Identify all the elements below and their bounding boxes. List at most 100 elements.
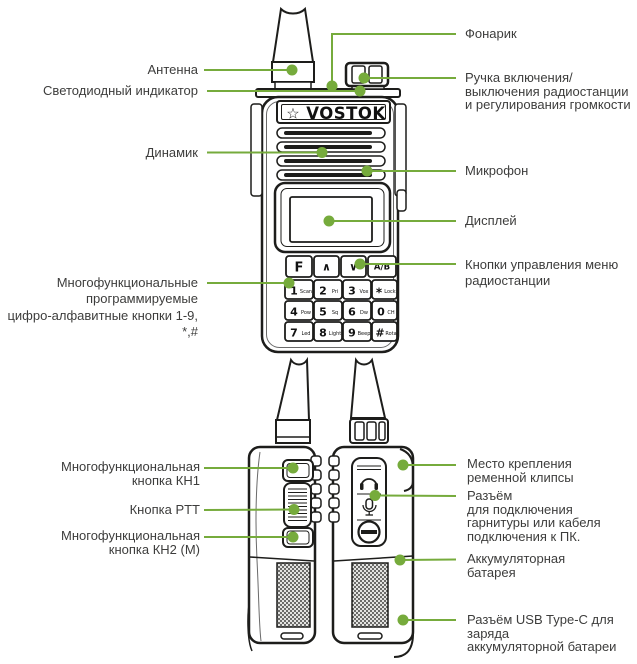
callout-dot [354, 258, 366, 270]
svg-text:Pow: Pow [301, 310, 311, 316]
key-ab[interactable] [367, 255, 397, 278]
side-view-right [328, 357, 415, 658]
key-3[interactable] [342, 279, 372, 300]
svg-text:F: F [295, 261, 304, 276]
callout-dot [287, 531, 299, 543]
label-mic: Микрофон [465, 163, 529, 178]
battery-grip [351, 562, 389, 628]
svg-text:2: 2 [319, 285, 327, 298]
label-kh1: Многофункциональная кнопка КН1 [61, 459, 200, 488]
battery-grip [276, 562, 311, 628]
svg-text:1: 1 [290, 285, 298, 298]
key-star[interactable] [371, 279, 398, 300]
callout-flashlight [326, 33, 456, 92]
svg-text:Vox: Vox [360, 289, 369, 295]
jack-cover[interactable] [351, 457, 387, 547]
callout-speaker [207, 147, 328, 158]
svg-text:#: # [375, 327, 384, 340]
side-key [396, 189, 407, 212]
label-kh2: Многофункциональная кнопка КН2 (М) [61, 528, 200, 557]
svg-text:Scan: Scan [300, 289, 312, 295]
callout-dot [361, 165, 373, 177]
svg-text:4: 4 [290, 306, 298, 319]
callout-dot [397, 614, 409, 626]
grip-fins [328, 455, 340, 523]
antenna [275, 356, 311, 421]
antenna [349, 357, 387, 419]
label-flashlight: Фонарик [465, 26, 517, 41]
key-9[interactable] [342, 321, 372, 342]
svg-text:*: * [376, 286, 383, 300]
callout-dot [287, 462, 299, 474]
callout-dot [323, 215, 335, 227]
key-2[interactable] [313, 279, 343, 300]
chevron-down-icon: ∨ [349, 261, 358, 274]
svg-text:Sq: Sq [332, 310, 338, 316]
label-speaker: Динамик [145, 145, 198, 160]
callout-dot [283, 277, 295, 289]
side-view-left [247, 356, 322, 652]
label-usb: Разъём USB Type-C для заряда аккумулятор… [467, 612, 617, 655]
label-knob: Ручка включения/ выключения радиостанции… [465, 70, 631, 113]
key-5[interactable] [313, 300, 343, 321]
antenna [271, 6, 315, 63]
svg-text:Pri: Pri [332, 289, 338, 295]
svg-text:Light: Light [329, 331, 342, 337]
microphone-icon [362, 498, 377, 516]
key-7[interactable] [284, 321, 314, 342]
callout-kh2 [204, 531, 299, 543]
label-antenna: Антенна [147, 62, 198, 77]
svg-text:3: 3 [348, 285, 356, 298]
callout-display [323, 215, 456, 227]
svg-text:7: 7 [290, 327, 298, 340]
headset-icon [360, 478, 378, 490]
svg-text:Lock: Lock [384, 289, 396, 295]
callout-mic [361, 165, 456, 177]
label-ptt: Кнопка PTT [129, 502, 200, 517]
key-0[interactable] [371, 300, 398, 321]
svg-text:Rota: Rota [385, 331, 396, 337]
callout-dot [397, 459, 409, 471]
svg-text:0: 0 [377, 306, 385, 319]
callout-dot [358, 72, 370, 84]
label-menu: Кнопки управления меню радиостанции [465, 257, 619, 289]
key-4[interactable] [284, 300, 314, 321]
belt-clip-mount [399, 448, 414, 492]
svg-text:Dw: Dw [360, 310, 368, 316]
screw-icon [357, 520, 381, 544]
key-up[interactable] [313, 255, 340, 278]
keypad-function-row: F ∧ ∨ A/B [285, 255, 397, 278]
label-led: Светодиодный индикатор [43, 83, 198, 98]
svg-text:Led: Led [302, 331, 311, 337]
logo-text: VOSTOK [306, 104, 386, 123]
callout-jack [369, 490, 457, 501]
key-8[interactable] [313, 321, 343, 342]
callout-knob [358, 72, 456, 84]
svg-text:8: 8 [319, 327, 327, 340]
svg-text:9: 9 [348, 327, 356, 340]
svg-text:CH: CH [387, 310, 394, 316]
callout-ptt [203, 504, 300, 515]
label-battery: Аккумуляторная батарея [467, 551, 566, 580]
chevron-up-icon: ∧ [322, 261, 331, 274]
callout-dot [316, 147, 328, 158]
keypad-numeric: 1 Scan 2 Pri 3 Vox * Lock 4 Pow 5 Sq 6 D… [284, 279, 398, 342]
label-clip: Место крепления ременной клипсы [467, 456, 574, 485]
svg-text:6: 6 [348, 306, 356, 319]
callout-antenna [204, 64, 298, 76]
callout-dot [394, 554, 406, 566]
callout-usb [397, 614, 456, 626]
key-f[interactable] [285, 255, 313, 278]
key-hash[interactable] [371, 321, 398, 342]
front-view: ☆ VOSTOK F ∧ ∨ A/B [250, 6, 407, 354]
right-rail [394, 103, 407, 197]
callouts [203, 33, 457, 626]
callout-battery [394, 554, 457, 566]
svg-text:Beep: Beep [358, 331, 371, 337]
callout-clip [397, 459, 456, 471]
key-6[interactable] [342, 300, 372, 321]
label-display: Дисплей [465, 213, 517, 228]
speaker-grille [276, 127, 386, 181]
